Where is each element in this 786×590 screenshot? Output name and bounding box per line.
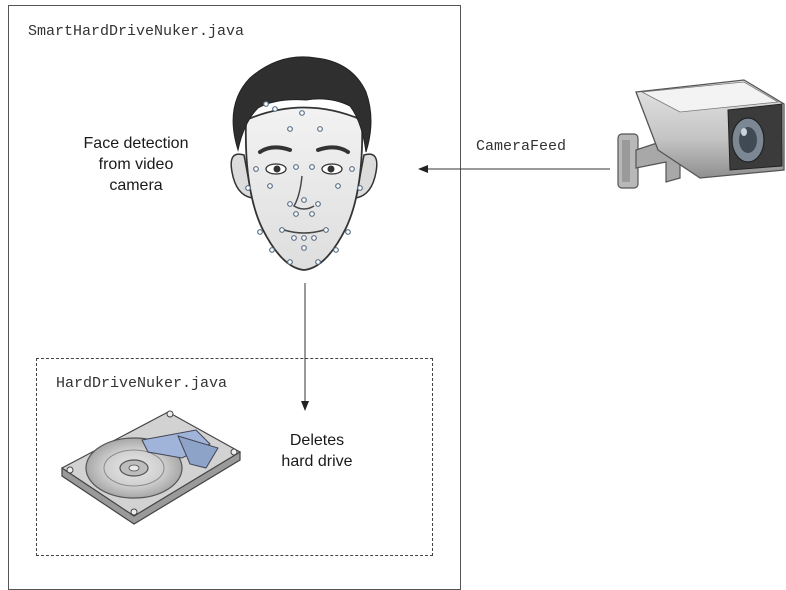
hard-drive-nuker-container: [36, 358, 433, 556]
face-detection-label: Face detection from video camera: [66, 133, 206, 196]
face-detection-label-line-3: camera: [109, 177, 163, 194]
face-detection-label-line-2: from video: [98, 156, 174, 173]
deletes-hard-drive-label-line-1: Deletes: [289, 432, 345, 449]
smart-hard-drive-nuker-title: SmartHardDriveNuker.java: [28, 23, 245, 40]
hard-drive-nuker-title: HardDriveNuker.java: [56, 375, 228, 392]
hard-drive-icon: [60, 410, 242, 525]
camera-feed-edge-label: CameraFeed: [476, 138, 567, 155]
deletes-hard-drive-label: Deletes hard drive: [262, 430, 372, 472]
security-camera-icon: [617, 79, 785, 189]
face-detection-label-line-1: Face detection: [83, 135, 189, 152]
deletes-hard-drive-label-line-2: hard drive: [281, 453, 353, 470]
diagram-graphics: [60, 56, 785, 525]
face-landmarks-icon: [230, 56, 378, 271]
